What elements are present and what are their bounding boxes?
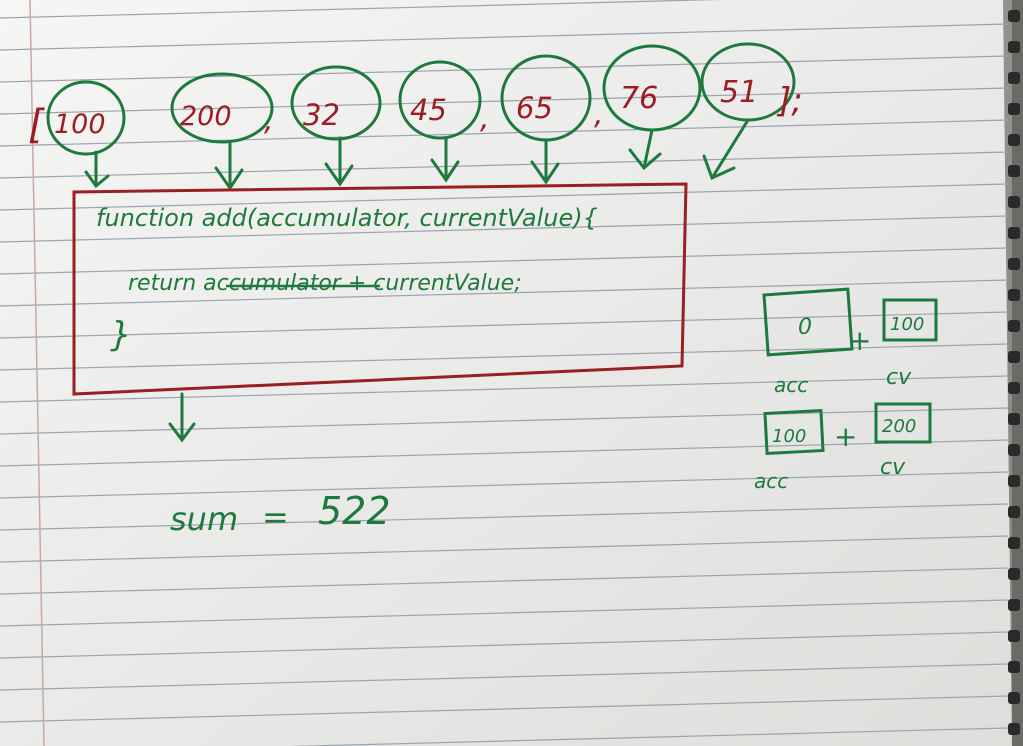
array-value: 32 bbox=[303, 98, 340, 132]
function-box bbox=[72, 182, 688, 396]
rule-line bbox=[0, 631, 1009, 659]
spiral-hole bbox=[1008, 630, 1020, 642]
step-plus: + bbox=[848, 324, 871, 357]
spiral-hole bbox=[1008, 723, 1020, 735]
sum-label: sum bbox=[170, 500, 238, 538]
down-arrow-icon bbox=[168, 392, 196, 443]
code-line-2: return accumulator + currentValue; bbox=[128, 271, 522, 296]
rule-line bbox=[0, 311, 1009, 339]
array-value: 65 bbox=[516, 91, 553, 125]
down-arrow-icon bbox=[702, 118, 750, 181]
reduce-step: 0 + 100 acc cv bbox=[762, 287, 938, 397]
margin-line bbox=[29, 0, 45, 746]
down-arrow-icon bbox=[530, 138, 560, 185]
step-cv-label: cv bbox=[886, 365, 912, 390]
step-acc-value: 100 bbox=[772, 426, 806, 447]
spiral-hole bbox=[1008, 165, 1020, 177]
spiral-hole bbox=[1008, 568, 1020, 580]
spiral-hole bbox=[1008, 475, 1020, 487]
spiral-hole bbox=[1008, 382, 1020, 394]
spiral-hole bbox=[1008, 196, 1020, 208]
array-separator: , bbox=[480, 101, 490, 136]
sum-value: 522 bbox=[318, 489, 391, 533]
spiral-hole bbox=[1008, 351, 1020, 363]
rule-line bbox=[0, 439, 1009, 467]
spiral-hole bbox=[1008, 320, 1020, 332]
spiral-hole bbox=[1008, 537, 1020, 549]
spiral-hole bbox=[1008, 692, 1020, 704]
spiral-hole bbox=[1008, 72, 1020, 84]
array-value: 200 bbox=[180, 101, 232, 132]
rule-line bbox=[0, 23, 1009, 51]
array-value: 45 bbox=[410, 93, 447, 127]
down-arrow-icon bbox=[430, 136, 460, 183]
step-acc-value: 0 bbox=[798, 315, 812, 340]
spiral-hole bbox=[1008, 10, 1020, 22]
spiral-hole bbox=[1008, 413, 1020, 425]
spiral-hole bbox=[1008, 227, 1020, 239]
rule-line bbox=[0, 247, 1009, 275]
spiral-hole bbox=[1008, 289, 1020, 301]
spiral-hole bbox=[1008, 661, 1020, 673]
step-cv-value: 200 bbox=[882, 416, 916, 437]
rule-line bbox=[0, 407, 1009, 435]
array-element: 32 bbox=[290, 65, 382, 141]
spiral-hole bbox=[1008, 103, 1020, 115]
array-open-bracket: [ bbox=[28, 102, 45, 148]
step-acc-label: acc bbox=[754, 469, 788, 493]
rule-line bbox=[0, 471, 1009, 499]
rule-line bbox=[0, 695, 1009, 723]
array-element: 100 bbox=[46, 80, 126, 156]
rule-line bbox=[0, 503, 1009, 531]
down-arrow-icon bbox=[324, 136, 354, 187]
rule-line bbox=[0, 55, 1009, 83]
spiral-hole bbox=[1008, 444, 1020, 456]
spiral-binding bbox=[1008, 10, 1020, 735]
spiral-hole bbox=[1008, 134, 1020, 146]
reduce-step: 100 + 200 acc cv bbox=[754, 402, 932, 493]
rule-line bbox=[0, 599, 1009, 627]
spiral-hole bbox=[1008, 506, 1020, 518]
spiral-hole bbox=[1008, 258, 1020, 270]
array-separator: , bbox=[594, 97, 604, 132]
array-value: 51 bbox=[720, 75, 758, 110]
array-value: 76 bbox=[620, 81, 658, 116]
rule-line bbox=[0, 87, 1009, 115]
down-arrow-icon bbox=[84, 150, 110, 189]
rule-line bbox=[0, 151, 1009, 179]
array-close-bracket: ]; bbox=[776, 81, 803, 121]
step-cv-value: 100 bbox=[890, 314, 924, 335]
rule-line bbox=[0, 663, 1009, 691]
equals-sign: = bbox=[262, 498, 289, 536]
array-separator: , bbox=[264, 103, 274, 138]
spiral-hole bbox=[1008, 599, 1020, 611]
step-acc-label: acc bbox=[774, 373, 808, 397]
down-arrow-icon bbox=[628, 128, 662, 171]
rule-line bbox=[0, 119, 1009, 147]
spiral-hole bbox=[1008, 41, 1020, 53]
rule-line bbox=[0, 215, 1009, 243]
array-value: 100 bbox=[54, 109, 106, 140]
code-line-3: } bbox=[110, 315, 132, 355]
step-plus: + bbox=[834, 420, 857, 453]
rule-line bbox=[0, 0, 722, 19]
rule-line bbox=[0, 183, 1009, 211]
rule-line bbox=[0, 279, 1009, 307]
rule-line bbox=[0, 535, 1009, 563]
rule-line bbox=[0, 375, 1009, 403]
down-arrow-icon bbox=[214, 140, 244, 191]
rule-line bbox=[286, 727, 1009, 746]
rule-line bbox=[0, 567, 1009, 595]
array-element: 45 bbox=[398, 60, 482, 140]
code-line-1: function add(accumulator, currentValue){ bbox=[96, 204, 598, 232]
array-element: 200 bbox=[170, 72, 274, 144]
step-cv-label: cv bbox=[880, 455, 906, 480]
down-arrows bbox=[84, 118, 750, 191]
